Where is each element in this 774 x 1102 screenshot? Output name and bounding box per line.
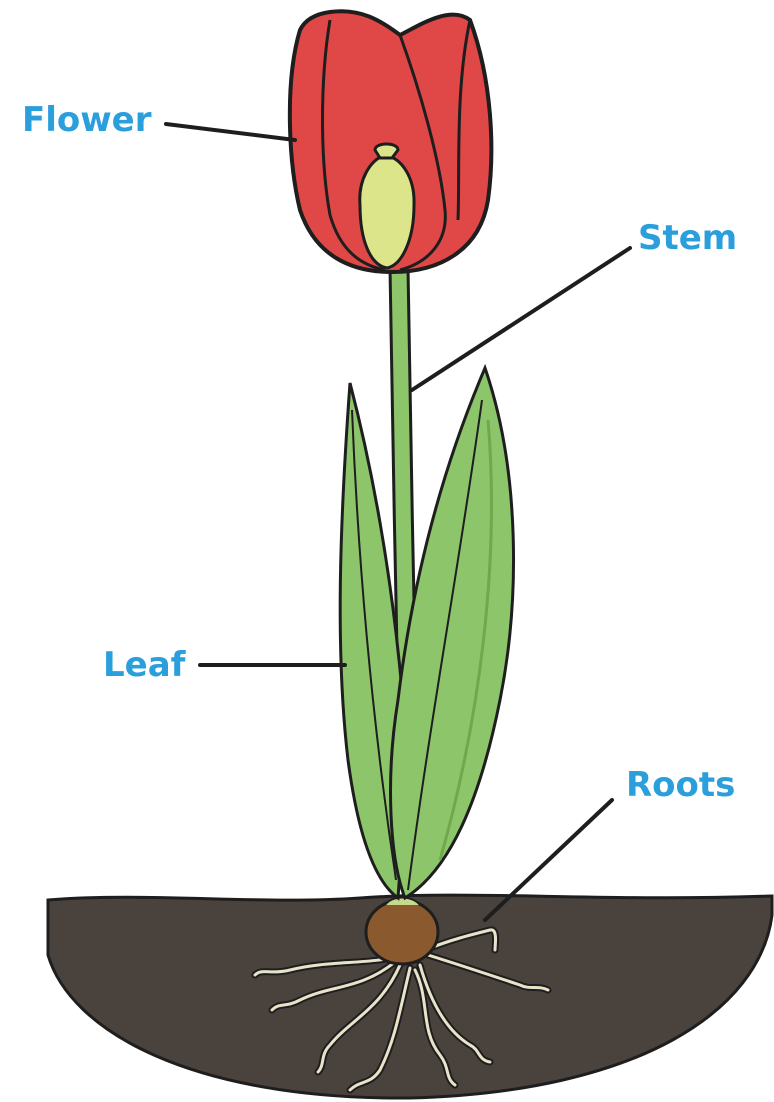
seed-pod [360, 155, 414, 268]
leaf-label: Leaf [103, 645, 187, 685]
bulb [366, 900, 438, 964]
flower [290, 11, 492, 272]
stem-label: Stem [638, 218, 737, 258]
flower-label: Flower [22, 100, 152, 140]
flower-leader-line [166, 124, 295, 140]
stem-leader-line [412, 248, 630, 390]
roots-label: Roots [626, 765, 735, 805]
